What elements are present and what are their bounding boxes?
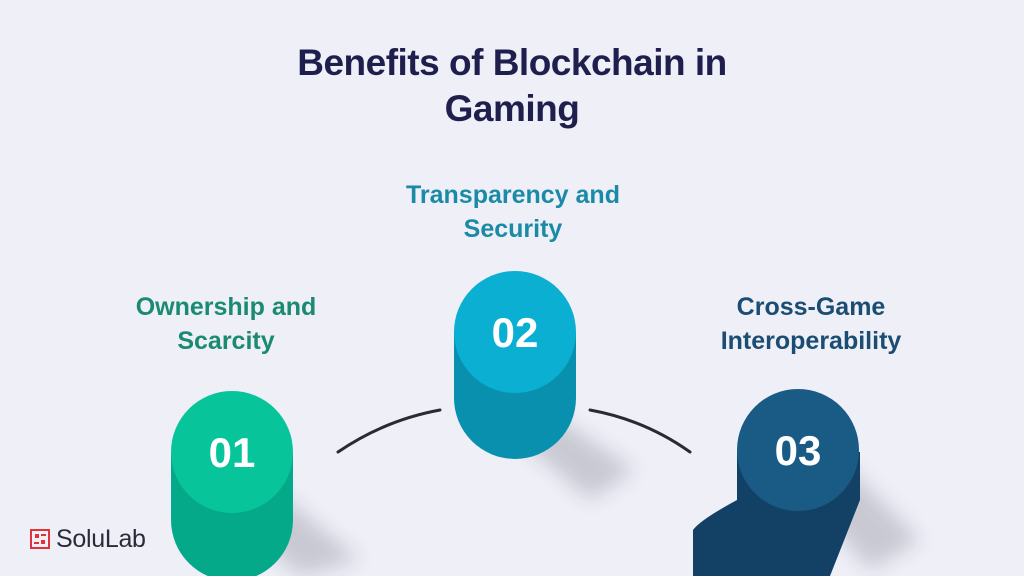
label-02-line-2: Security	[463, 215, 563, 243]
label-cross-game-interoperability: Cross-Game Interoperability	[661, 290, 961, 358]
cylinder-01-top	[171, 391, 293, 513]
label-03-line-1: Cross-Game	[736, 293, 886, 321]
cylinder-02: 02	[454, 271, 576, 459]
connector-arc-right	[588, 408, 692, 454]
cylinder-02-top	[454, 271, 576, 393]
solulab-logo-icon	[30, 529, 50, 549]
label-01-line-2: Scarcity	[177, 327, 275, 355]
title-line-2: Gaming	[444, 88, 580, 129]
number-03: 03	[775, 427, 822, 474]
brand-name: SoluLab	[56, 524, 146, 553]
label-ownership-scarcity: Ownership and Scarcity	[76, 290, 376, 358]
label-03-line-2: Interoperability	[720, 327, 902, 355]
label-02-line-1: Transparency and	[406, 181, 620, 209]
label-01-line-1: Ownership and	[135, 293, 317, 321]
cylinder-01: 01	[171, 391, 293, 576]
connector-arc-left	[336, 408, 442, 454]
label-transparency-security: Transparency and Security	[363, 178, 663, 246]
title-line-1: Benefits of Blockchain in	[297, 42, 727, 83]
page-title: Benefits of Blockchain in Gaming	[0, 40, 1024, 132]
number-02: 02	[492, 309, 539, 356]
brand-logo: SoluLab	[30, 524, 146, 554]
cylinder-03-top	[737, 389, 859, 511]
number-01: 01	[209, 429, 256, 476]
cylinder-03: 03	[693, 389, 860, 576]
